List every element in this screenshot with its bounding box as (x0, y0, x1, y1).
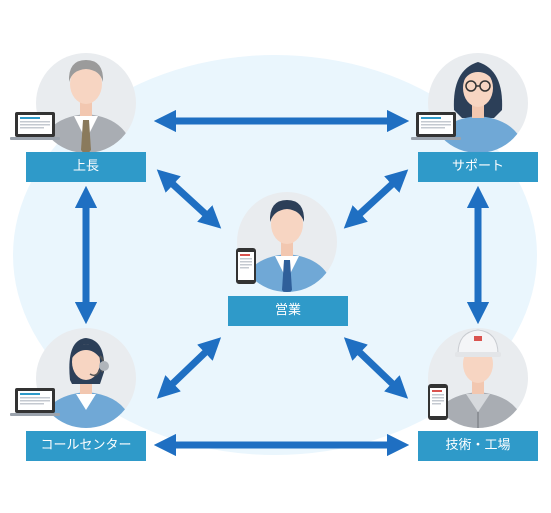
label-sales: 営業 (228, 296, 348, 326)
laptop-icon (10, 112, 60, 140)
arrows (74, 109, 490, 457)
label-support: サポート (418, 152, 538, 182)
arrow-tech-sales (343, 337, 409, 399)
label-tech: 技術・工場 (418, 431, 538, 461)
callcenter-avatar (36, 328, 136, 428)
smartphone-icon (236, 248, 256, 284)
laptop-icon (10, 388, 60, 416)
label-callcenter: コールセンター (26, 431, 146, 461)
arrow-support-sales (343, 169, 409, 229)
label-boss: 上長 (26, 152, 146, 182)
arrow-callcenter-sales (156, 337, 222, 399)
arrow-boss-sales (156, 169, 222, 229)
smartphone-icon (428, 384, 448, 420)
laptop-icon (411, 112, 461, 140)
